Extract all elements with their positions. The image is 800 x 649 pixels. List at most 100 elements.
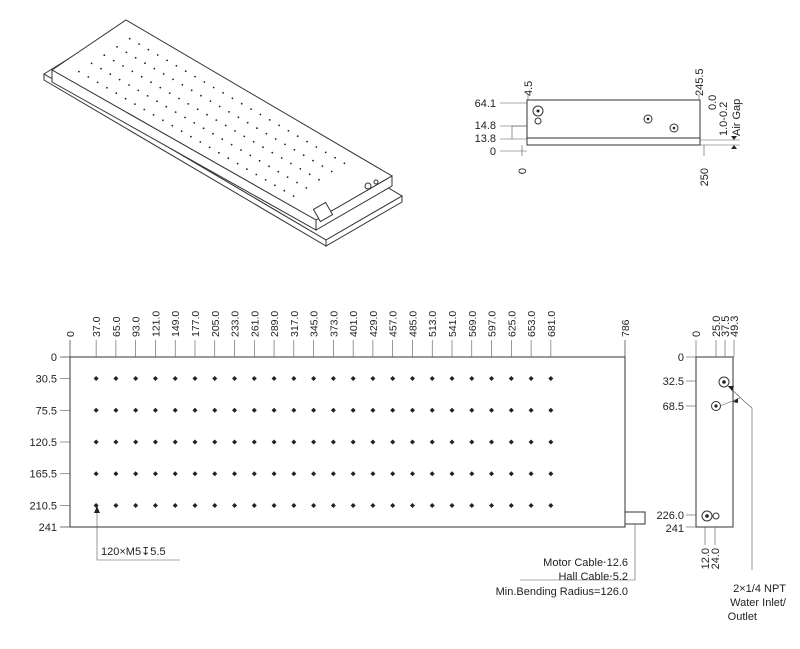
iso-hole (168, 92, 171, 94)
mounting-hole (528, 407, 534, 413)
iso-hole (208, 146, 211, 149)
mounting-hole (133, 407, 139, 413)
iso-hole (143, 108, 146, 111)
bending-radius-label: Min.Bending Radius=126.0 (496, 586, 628, 598)
iso-hole (128, 84, 130, 86)
cable-leader (520, 524, 636, 581)
front-z-label-1: 64.1 (475, 98, 496, 110)
mounting-hole (311, 407, 317, 413)
motor-cable-label: Motor Cable⋅12.6 (543, 557, 628, 569)
mounting-hole (232, 439, 238, 445)
front-view-body (526, 99, 701, 139)
hole-callout: 120×M5↧5.5 (101, 546, 166, 558)
front-x-label-2: 0 (517, 168, 529, 174)
iso-hole (171, 124, 174, 127)
mounting-hole (370, 407, 376, 413)
top-x-label: 289.0 (269, 311, 281, 337)
mounting-hole (449, 376, 455, 382)
iso-hole (227, 157, 230, 160)
iso-hole (249, 154, 252, 157)
iso-hole (218, 105, 221, 108)
mounting-hole (291, 407, 297, 413)
mounting-hole (390, 502, 396, 508)
top-x-label: 401.0 (348, 311, 360, 337)
iso-hole (290, 162, 292, 165)
iso-hole (268, 119, 271, 121)
mounting-hole (390, 471, 396, 477)
mounting-hole (311, 376, 317, 382)
mounting-hole (449, 439, 455, 445)
side-y-label-5: 241 (666, 523, 684, 535)
top-x-label: 0 (65, 331, 77, 337)
mounting-hole (251, 471, 257, 477)
isometric-view (43, 19, 403, 247)
iso-hole (103, 54, 106, 57)
iso-hole (162, 73, 165, 75)
mounting-hole (429, 502, 435, 508)
mounting-hole (449, 407, 455, 413)
iso-hole (250, 108, 253, 110)
iso-hole (296, 181, 298, 184)
side-x-label-3: 37.5 (720, 316, 732, 337)
mounting-hole (350, 439, 356, 445)
iso-hole (306, 140, 308, 143)
iso-hole (212, 132, 214, 135)
mounting-hole (172, 376, 178, 382)
top-x-label: 625.0 (506, 311, 518, 337)
mounting-hole (548, 407, 554, 413)
iso-hole (305, 187, 308, 189)
iso-hole (147, 48, 150, 51)
mounting-hole (271, 439, 277, 445)
mounting-hole (409, 471, 415, 477)
iso-hole (293, 148, 296, 151)
mounting-hole (113, 439, 119, 445)
iso-hole (166, 59, 169, 62)
mounting-hole (133, 502, 139, 508)
mounting-hole (93, 376, 99, 382)
mounting-hole (489, 407, 495, 413)
mounting-hole (548, 471, 554, 477)
top-hole-grid (93, 376, 554, 508)
mounting-hole (251, 407, 257, 413)
iso-hole (259, 113, 262, 116)
top-y-label: 30.5 (36, 374, 57, 386)
side-view: 0 25.0 37.5 49.3 0 32.5 68.5 226.0 241 1… (656, 316, 786, 623)
mounting-hole (548, 376, 554, 382)
iso-hole (262, 146, 264, 149)
mounting-hole (93, 502, 99, 508)
top-x-label: 541.0 (447, 311, 459, 337)
mounting-hole (429, 439, 435, 445)
mounting-hole (370, 471, 376, 477)
top-x-label: 681.0 (546, 311, 558, 337)
npt-label: 2×1/4 NPT (733, 583, 786, 595)
mounting-hole (489, 439, 495, 445)
mounting-hole (350, 376, 356, 382)
iso-hole (172, 78, 174, 81)
iso-hole (184, 70, 187, 73)
mounting-hole (152, 471, 158, 477)
mounting-hole (370, 376, 376, 382)
mounting-hole (152, 376, 158, 382)
mounting-hole (291, 439, 297, 445)
mounting-hole (291, 502, 297, 508)
mounting-hole (271, 407, 277, 413)
iso-hole (200, 94, 202, 97)
front-z-label-2: 14.8 (475, 120, 496, 132)
iso-hole (178, 97, 180, 100)
mounting-hole (508, 439, 514, 445)
hall-cable-label: Hall Cable⋅5.2 (558, 571, 628, 583)
mounting-hole (113, 407, 119, 413)
top-x-label: 121.0 (150, 311, 162, 337)
top-x-label: 429.0 (368, 311, 380, 337)
mounting-hole (469, 407, 475, 413)
iso-hole (228, 111, 230, 113)
iso-hole (324, 151, 327, 154)
side-y-label-4: 226.0 (656, 510, 684, 522)
iso-hole (153, 67, 156, 70)
top-x-label: 786 (620, 319, 632, 337)
iso-hole (140, 75, 143, 78)
mounting-hole (330, 376, 336, 382)
iso-hole (330, 170, 333, 173)
